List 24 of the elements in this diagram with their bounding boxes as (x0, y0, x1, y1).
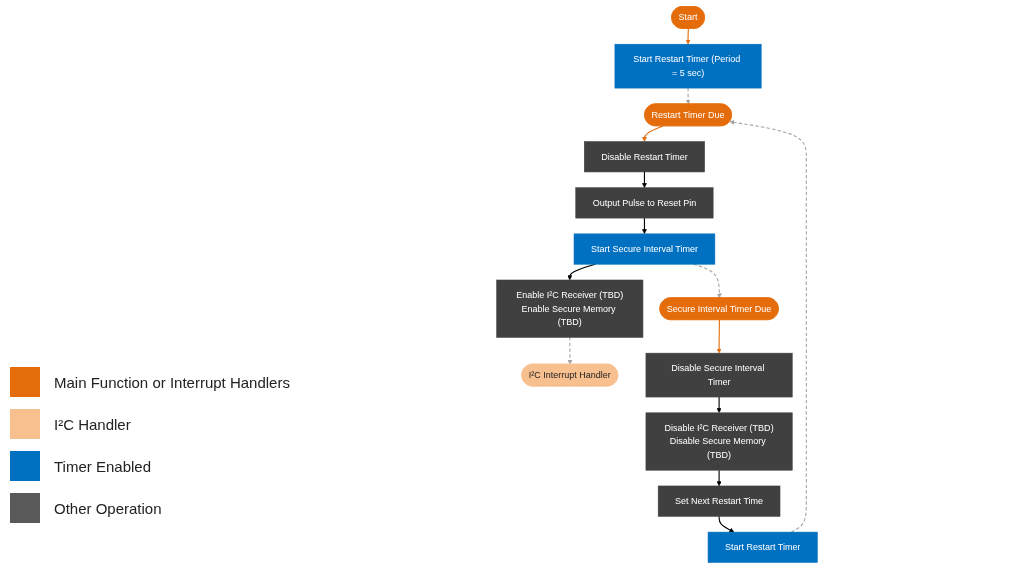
legend-label: I²C Handler (54, 415, 131, 433)
node-box: Start Restart Timer (Period = 5 sec) (614, 43, 762, 89)
arrow (685, 28, 691, 45)
node-box: Set Next Restart Time (657, 485, 781, 517)
arrow (641, 171, 647, 188)
arrow (729, 119, 807, 533)
arrow (718, 515, 735, 533)
node-box: Enable I²C Receiver (TBD) Enable Secure Memory (TBD) (496, 279, 644, 338)
legend-label: Main Function or Interrupt Handlers (54, 373, 290, 391)
node-box: Output Pulse to Reset Pin (575, 187, 714, 219)
arrow (641, 125, 664, 142)
node-box: Start Restart Timer (707, 531, 818, 563)
arrow (685, 87, 691, 105)
arrow (716, 319, 722, 354)
arrow (567, 336, 573, 365)
arrow (716, 396, 722, 414)
legend-label: Timer Enabled (54, 457, 151, 475)
node-box: Start Secure Interval Timer (573, 233, 716, 265)
legend-label: Other Operation (54, 499, 162, 517)
arrow (716, 469, 722, 487)
node-box: Disable I²C Receiver (TBD) Disable Secure Memory (TBD) (645, 412, 793, 471)
node-box: Disable Restart Timer (584, 141, 705, 173)
node-box: Disable Secure Interval Timer (645, 352, 793, 398)
arrow (641, 217, 647, 235)
